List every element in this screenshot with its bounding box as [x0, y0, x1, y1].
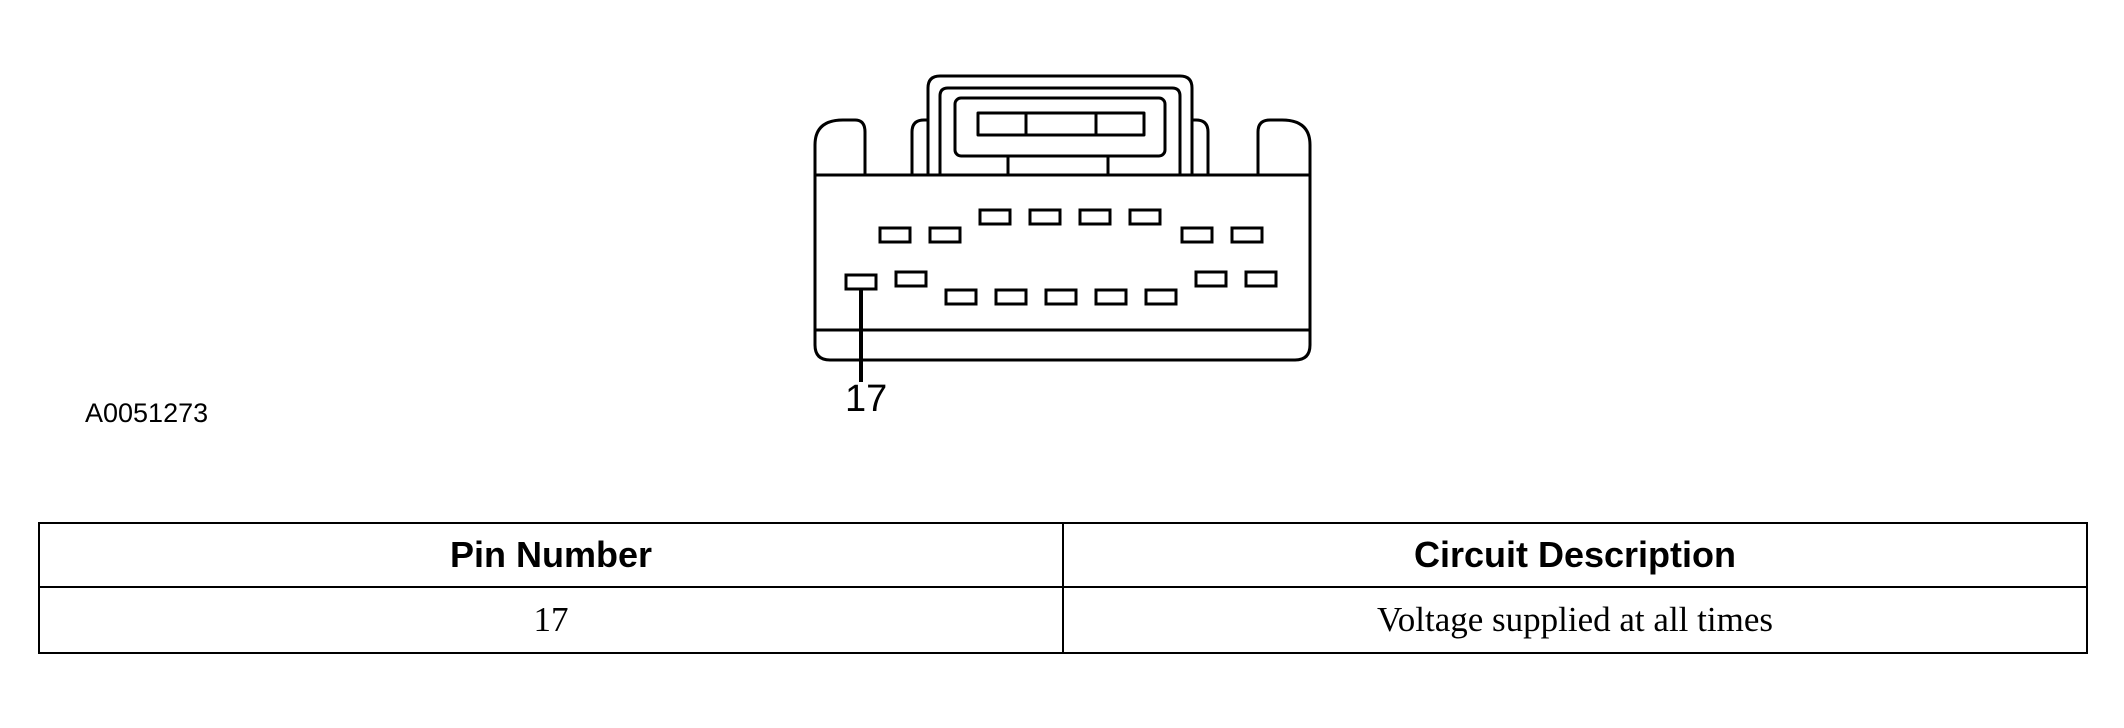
pin-cavity: [1128, 208, 1162, 226]
pin-cavity: [1094, 288, 1128, 306]
circuit-description-cell: Voltage supplied at all times: [1062, 586, 2088, 654]
pin-cavity: [978, 208, 1012, 226]
pin-cavity: [994, 288, 1028, 306]
pin-cavity: [1230, 226, 1264, 244]
figure-id-label: A0051273: [85, 398, 209, 428]
pin-cavity: [928, 226, 962, 244]
pin-cavity: [1028, 208, 1062, 226]
connector-latch: [926, 74, 1194, 175]
table-row: 17 Voltage supplied at all times: [38, 586, 2088, 654]
pin-cavity: [894, 270, 928, 288]
pin-cavity: [1044, 288, 1078, 306]
pin-cavity: [1078, 208, 1112, 226]
pin-cavity: [1144, 288, 1178, 306]
pin-number-header: Pin Number: [38, 522, 1064, 588]
connector-guide-posts: [813, 118, 1312, 175]
pin-cavity: [844, 273, 878, 291]
pin-cavity: [944, 288, 978, 306]
circuit-description-header: Circuit Description: [1062, 522, 2088, 588]
pin-cavities: [844, 208, 1278, 306]
connector-body: [813, 173, 1312, 362]
pin-cavity: [878, 226, 912, 244]
pin-callout-label: 17: [845, 378, 888, 420]
pin-table: Pin Number Circuit Description 17 Voltag…: [38, 522, 2088, 654]
pin-table-header-row: Pin Number Circuit Description: [38, 522, 2088, 588]
pin-number-cell: 17: [38, 586, 1064, 654]
pin-cavity: [1244, 270, 1278, 288]
connector-diagram: [813, 74, 1312, 382]
pin-cavity: [1194, 270, 1228, 288]
pin-cavity: [1180, 226, 1214, 244]
